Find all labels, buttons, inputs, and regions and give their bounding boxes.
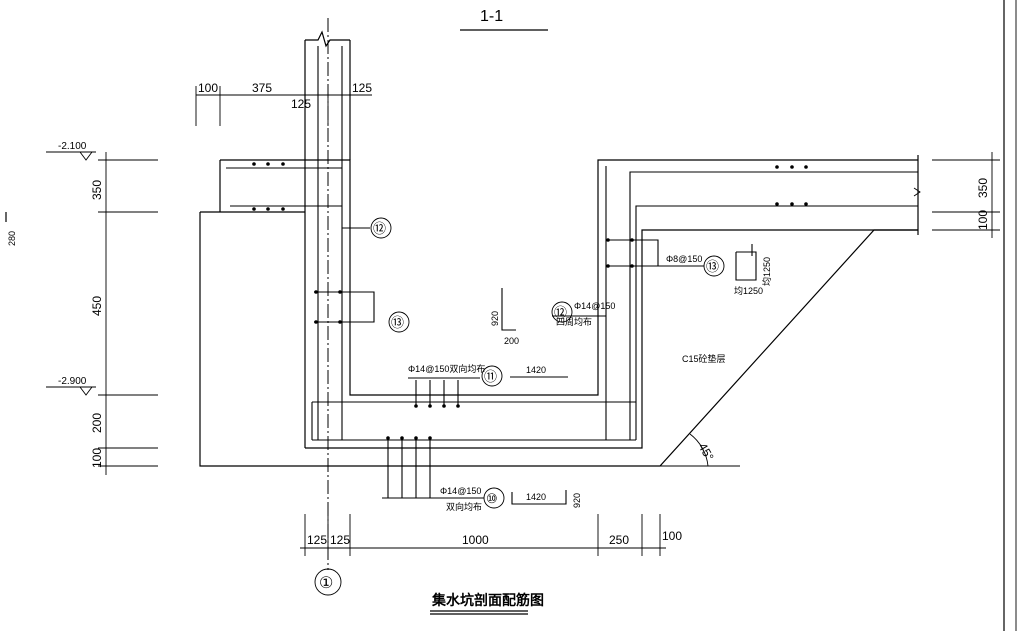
bar13-right-loop — [606, 239, 659, 267]
bar10-spec: Φ14@150 — [440, 486, 481, 496]
wall-break-line — [305, 30, 350, 48]
rebar-dots — [252, 162, 808, 440]
pit-rebar-bot-right — [635, 205, 918, 440]
dims-left — [98, 152, 158, 475]
axis-label: ① — [319, 575, 333, 592]
dims-right — [932, 152, 1000, 238]
bar11-spec: Φ14@150双向均布 — [408, 363, 485, 374]
slab-break-mark — [913, 187, 921, 197]
bar11-len: 1420 — [526, 365, 546, 375]
cushion-outline — [199, 212, 918, 467]
level-bottom: -2.900 — [58, 376, 87, 387]
bar12-pit-bubble — [551, 301, 573, 323]
bar13-stirrup — [735, 251, 757, 281]
dim-top-0: 100 — [198, 81, 218, 95]
bar12-sub: 四周均布 — [556, 316, 592, 327]
dim-top-2: 125 — [291, 97, 311, 111]
bar13-dim-b: 均1250 — [761, 257, 772, 286]
bar11-mark: ⑪ — [484, 369, 497, 384]
angle-arc — [689, 433, 709, 467]
axis-bubble — [314, 568, 342, 596]
level-top-symbol — [79, 151, 93, 161]
level-bottom-symbol — [79, 386, 93, 396]
bar12-wall-bubble — [370, 217, 392, 239]
angle-label: 45° — [695, 441, 716, 464]
dim-bottom-2: 1000 — [462, 533, 489, 547]
level-top: -2.100 — [58, 141, 87, 152]
section-title: 1-1 — [480, 8, 503, 25]
bar13-left-bubble — [388, 311, 410, 333]
dims-top — [195, 86, 372, 126]
slab-top-line — [220, 159, 918, 396]
cushion-label: C15砼垫层 — [682, 353, 726, 364]
dim-right-1: 100 — [976, 210, 990, 230]
bar12-dim-v: 920 — [490, 311, 500, 326]
dim-bottom-4: 100 — [662, 529, 682, 543]
bar10-bubble — [483, 487, 505, 509]
bar10-dim-v: 920 — [572, 493, 582, 508]
dims-bottom — [300, 514, 666, 556]
side-mark-text: 280 — [7, 231, 17, 246]
bar12-shape — [501, 288, 516, 331]
dim-bottom-0: 125 — [307, 533, 327, 547]
dim-left-1: 450 — [90, 296, 104, 316]
dim-left-3: 100 — [90, 448, 104, 468]
bar13-spec: Φ8@150 — [666, 254, 702, 264]
drawing-title: 集水坑剖面配筋图 — [431, 592, 544, 608]
dim-bottom-1: 125 — [330, 533, 350, 547]
bar13-left-mark: ⑬ — [391, 315, 404, 330]
bar12-wall-mark: ⑫ — [373, 221, 386, 236]
dim-right-0: 350 — [976, 178, 990, 198]
bar13-left-loop — [314, 291, 375, 323]
bar10-sub: 双向均布 — [446, 501, 482, 512]
bar12-dim-h: 200 — [504, 336, 519, 346]
dim-top-1: 375 — [252, 81, 272, 95]
bar13-right-mark: ⑬ — [706, 259, 719, 274]
dim-left-0: 350 — [90, 180, 104, 200]
bar13-dim-a: 均1250 — [734, 285, 763, 296]
bar10-len: 1420 — [526, 492, 546, 502]
pit-outer-outline — [305, 229, 918, 449]
bar11-bubble — [481, 365, 503, 387]
dim-bottom-3: 250 — [609, 533, 629, 547]
bar10-mark: ⑩ — [486, 491, 498, 506]
bar10-shape — [511, 490, 567, 505]
bar12-spec: Φ14@150 — [574, 301, 615, 311]
pit-rebar-top-right — [629, 171, 918, 440]
dim-top-3: 125 — [352, 81, 372, 95]
dim-left-2: 200 — [90, 413, 104, 433]
